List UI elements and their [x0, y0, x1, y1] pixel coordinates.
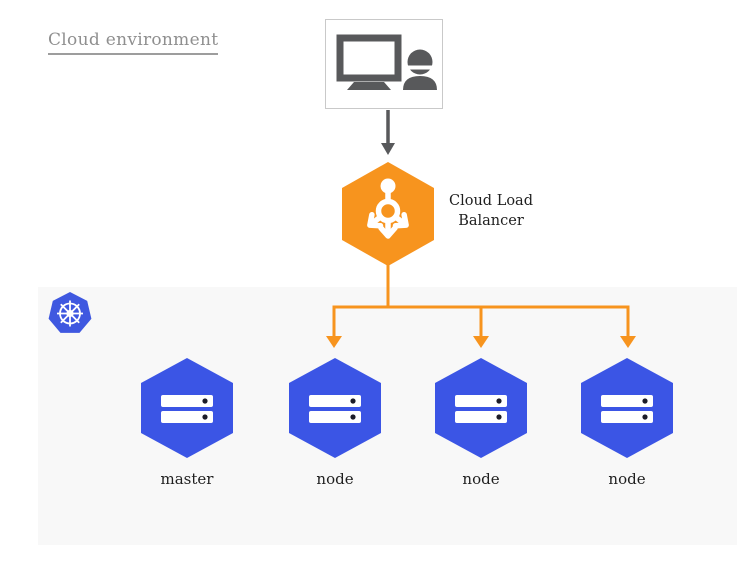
load-balancer-glyph [367, 178, 409, 239]
hexagon-node-2 [435, 358, 527, 458]
user-workstation-icon [325, 19, 443, 109]
monitor-icon [336, 34, 402, 82]
diagram-title: Cloud environment [48, 30, 219, 55]
label-master: master [160, 470, 214, 488]
hexagon-master [141, 358, 233, 458]
kubernetes-logo [47, 292, 93, 336]
hexagon-node-3 [581, 358, 673, 458]
label-node-1: node [316, 470, 354, 488]
server-glyph [601, 395, 653, 423]
label-node-2: node [462, 470, 500, 488]
kubernetes-helm-wheel-icon [48, 292, 92, 333]
server-hexagon-icon [141, 358, 233, 458]
hexagon-node-1 [289, 358, 381, 458]
monitor-stand [347, 82, 391, 90]
cloud-load-balancer [342, 162, 434, 266]
server-glyph [455, 395, 507, 423]
load-balancer-hexagon-icon [342, 162, 434, 266]
server-glyph [309, 395, 361, 423]
server-hexagon-icon [435, 358, 527, 458]
arrow-user-to-loadbalancer [381, 110, 395, 155]
server-glyph [161, 395, 213, 423]
server-hexagon-icon [289, 358, 381, 458]
user-client-box [325, 19, 443, 109]
label-node-3: node [608, 470, 646, 488]
load-balancer-label: Cloud Load Balancer [449, 193, 533, 229]
server-hexagon-icon [581, 358, 673, 458]
person-icon [403, 49, 437, 90]
